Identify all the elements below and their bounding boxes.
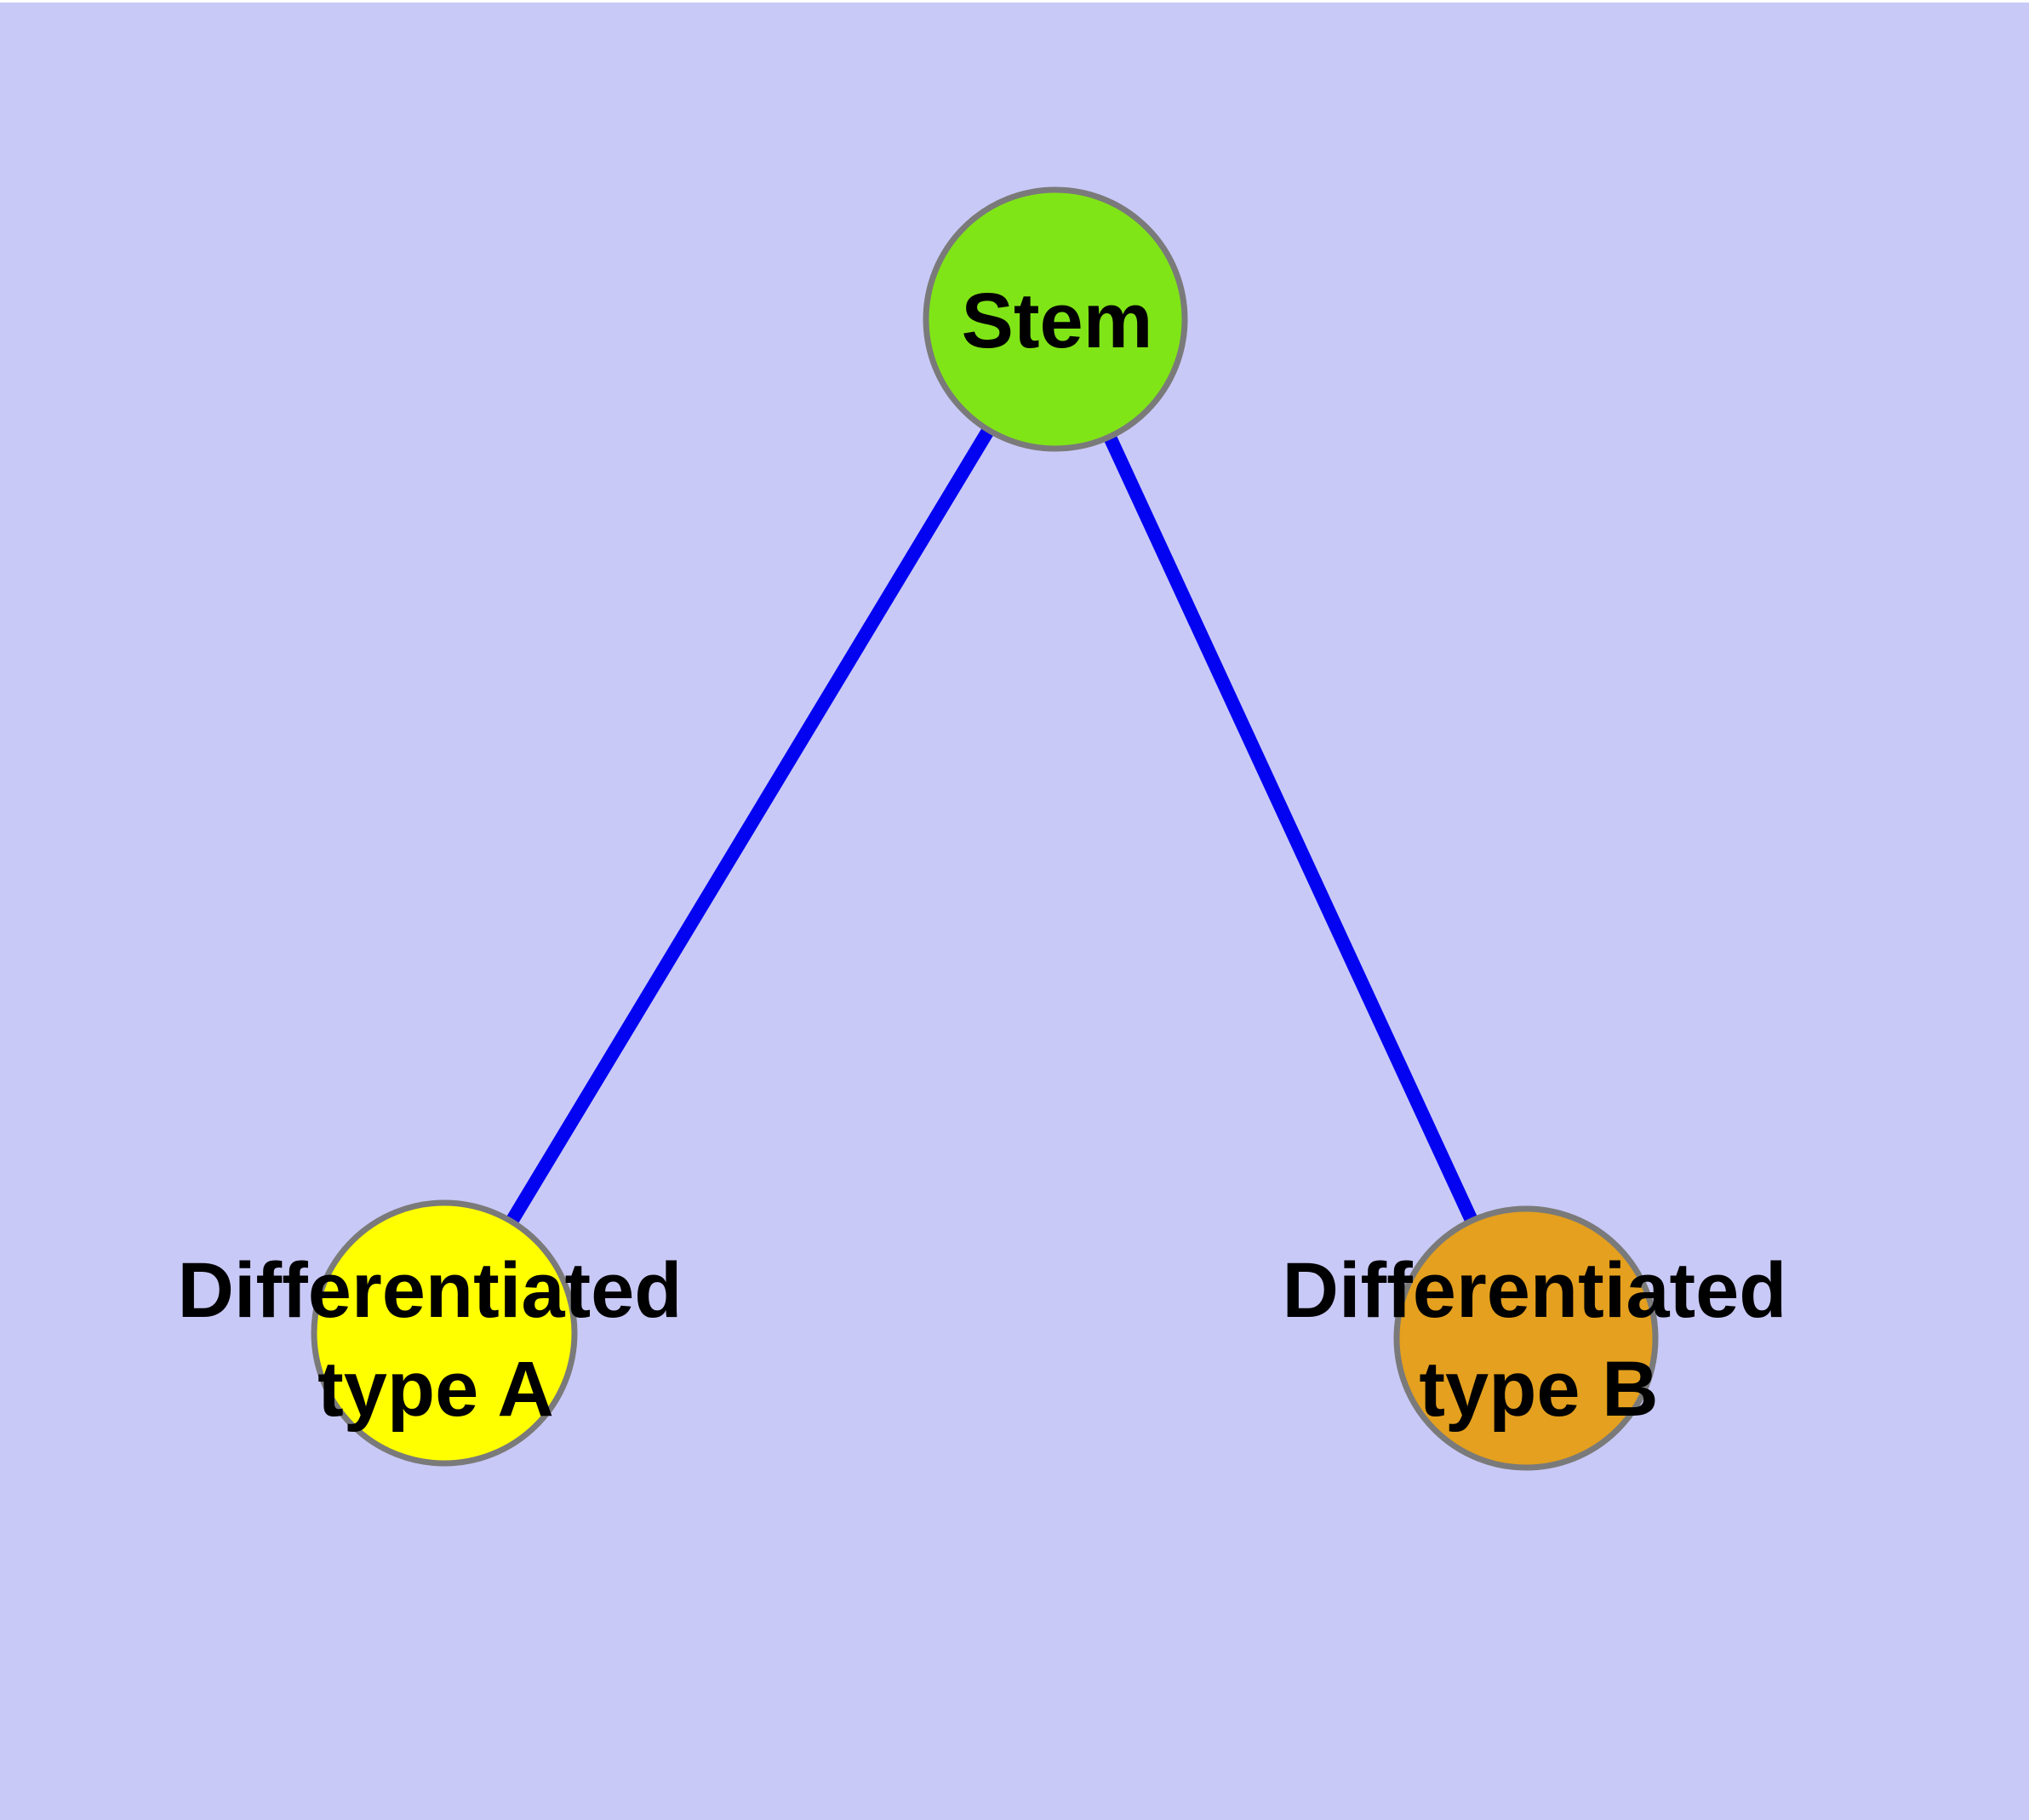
label-stem: Stem xyxy=(962,278,1153,364)
label-differentiated-type-a-line2: type A xyxy=(317,1346,554,1433)
label-differentiated-type-b-line1: Differentiated xyxy=(1283,1247,1787,1334)
edge-stem-to-type-a xyxy=(438,315,1061,1337)
node-stem xyxy=(923,186,1188,452)
node-differentiated-type-b xyxy=(1393,1205,1659,1471)
edge-stem-to-type-b xyxy=(1049,316,1533,1342)
label-differentiated-type-b-line2: type B xyxy=(1419,1346,1658,1433)
top-border-strip xyxy=(0,0,2029,3)
label-differentiated-type-a-line1: Differentiated xyxy=(178,1247,683,1334)
node-differentiated-type-a xyxy=(311,1199,578,1467)
